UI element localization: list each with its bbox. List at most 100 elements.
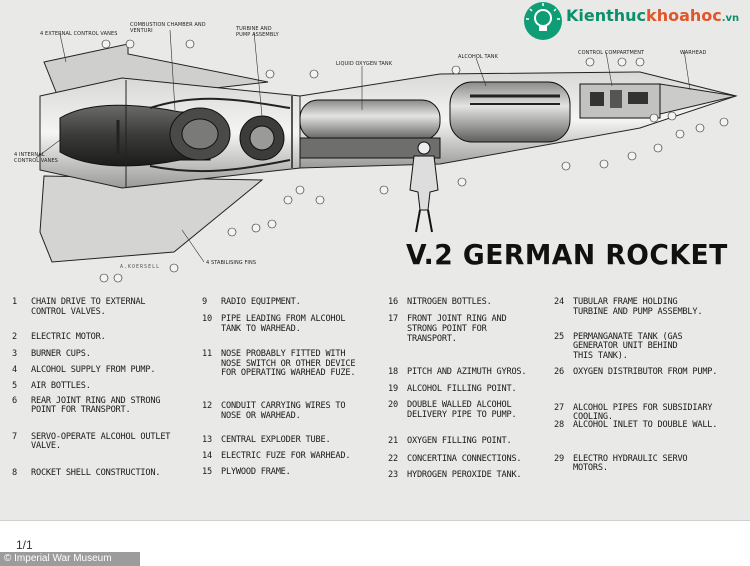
legend-item-line: GENERATOR UNIT BEHIND — [573, 341, 678, 352]
legend-item-text: PLYWOOD FRAME. — [215, 466, 291, 478]
lower-fin — [39, 175, 264, 263]
legend-item-number: 5 — [12, 381, 17, 392]
legend-item: 23 HYDROGEN PEROXIDE TANK. — [388, 469, 522, 481]
legend-item-text: AIR BOTTLES. — [25, 381, 91, 392]
artist-signature: A.KOERSELL — [120, 264, 161, 270]
legend-item: 21 OXYGEN FILLING POINT. — [388, 436, 512, 447]
legend-item-number: 6 — [12, 395, 17, 406]
callout-stabilising-fins: 4 STABILISING FINS — [206, 260, 257, 266]
legend-item: 5 AIR BOTTLES. — [12, 381, 91, 392]
legend-item-text: ALCOHOL INLET TO DOUBLE WALL. — [567, 421, 717, 431]
legend-item: 8 ROCKET SHELL CONSTRUCTION. — [12, 468, 161, 479]
number-markers — [99, 39, 729, 283]
legend-item-line: ELECTRIC MOTOR. — [31, 331, 106, 342]
legend-item: 16 NITROGEN BOTTLES. — [388, 297, 492, 308]
legend-item-line: TURBINE AND PUMP ASSEMBLY. — [573, 306, 703, 317]
legend-item-line: NOSE OR WARHEAD. — [221, 410, 301, 421]
legend-item-line: DOUBLE WALLED ALCOHOL — [407, 399, 512, 410]
callout-internal-control-vanes: 4 INTERNAL CONTROL VANES — [14, 152, 58, 164]
legend-item-line: PIPE LEADING FROM ALCOHOL — [221, 314, 346, 325]
legend-item-line: REAR JOINT RING AND STRONG — [31, 395, 161, 406]
legend-item-number: 14 — [202, 450, 212, 461]
legend-item-line: TRANSPORT. — [407, 333, 457, 344]
legend-item-number: 4 — [12, 365, 17, 376]
legend-item-line: NOSE PROBABLY FITTED WITH — [221, 349, 346, 360]
site-logo[interactable]: Kienthuckhoahoc.vn — [524, 0, 750, 44]
legend-item-line: VALVE. — [31, 441, 61, 452]
callout-turbine: TURBINE AND PUMP ASSEMBLY — [236, 26, 279, 38]
callout-liquid-oxygen-tank: LIQUID OXYGEN TANK — [336, 61, 393, 67]
legend-item-line: PLYWOOD FRAME. — [221, 466, 291, 477]
legend-item-line: OXYGEN DISTRIBUTOR FROM PUMP. — [573, 366, 718, 377]
legend-item-line: ELECTRO HYDRAULIC SERVO — [573, 453, 688, 464]
legend-item-number: 17 — [388, 314, 398, 325]
legend-item-text: ALCOHOL FILLING POINT. — [401, 384, 517, 395]
legend-item-line: ALCOHOL PIPES FOR SUBSIDIARY — [573, 402, 713, 413]
legend-item-line: OXYGEN FILLING POINT. — [407, 436, 512, 447]
legend-item-number: 10 — [202, 314, 212, 325]
legend-item-line: CONTROL VALVES. — [31, 306, 106, 317]
legend-item-number: 9 — [202, 297, 207, 307]
legend-item-text: ELECTRIC FUZE FOR WARHEAD. — [215, 451, 351, 462]
callout-combustion-chamber: COMBUSTION CHAMBER AND VENTURI — [130, 22, 206, 34]
legend-item-line: NITROGEN BOTTLES. — [407, 297, 492, 307]
callout-warhead: WARHEAD — [680, 50, 707, 56]
callout-external-control-vanes: 4 EXTERNAL CONTROL VANES — [40, 31, 118, 37]
legend-item-text: ELECTRIC MOTOR. — [25, 331, 106, 343]
legend-item-line: ROCKET SHELL CONSTRUCTION. — [31, 468, 161, 479]
legend-item-number: 8 — [12, 468, 17, 479]
image-credit-text: © Imperial War Museum — [4, 553, 112, 564]
legend-item-number: 11 — [202, 349, 212, 360]
image-credit: © Imperial War Museum — [0, 552, 140, 566]
legend-item-line: POINT FOR TRANSPORT. — [31, 405, 131, 416]
rocket-cutaway: 4 EXTERNAL CONTROL VANES COMBUSTION CHAM… — [14, 22, 738, 283]
legend-item-line: TANK TO WARHEAD. — [221, 323, 301, 334]
legend-item-number: 15 — [202, 466, 212, 477]
diagram-title: V.2 GERMAN ROCKET — [406, 238, 728, 271]
legend-item-number: 29 — [554, 453, 564, 464]
legend-item-line: THIS TANK). — [573, 350, 628, 361]
callout-control-compartment: CONTROL COMPARTMENT — [578, 50, 645, 56]
legend-item-text: PITCH AND AZIMUTH GYROS. — [401, 366, 527, 378]
lightbulb-logo-icon — [524, 2, 562, 40]
legend-item-line: HYDROGEN PEROXIDE TANK. — [407, 469, 522, 480]
legend-item-text: NITROGEN BOTTLES. — [401, 297, 492, 308]
legend-item-number: 21 — [388, 436, 398, 447]
site-logo-text: Kienthuckhoahoc.vn — [566, 6, 740, 25]
legend-item-number: 12 — [202, 401, 212, 412]
legend-item: 15 PLYWOOD FRAME. — [202, 466, 291, 478]
legend-item-number: 16 — [388, 297, 398, 307]
legend-item-number: 13 — [202, 434, 212, 445]
legend-item-text: HYDROGEN PEROXIDE TANK. — [401, 469, 522, 481]
legend-item-text: RADIO EQUIPMENT. — [215, 297, 301, 308]
legend-item-number: 23 — [388, 469, 398, 480]
legend-item-text: OXYGEN FILLING POINT. — [401, 436, 512, 447]
page-indicator: 1/1 — [16, 538, 33, 552]
legend-item-number: 25 — [554, 331, 564, 342]
legend-item-line: DELIVERY PIPE TO PUMP. — [407, 409, 517, 420]
legend-item-line: PITCH AND AZIMUTH GYROS. — [407, 366, 527, 377]
